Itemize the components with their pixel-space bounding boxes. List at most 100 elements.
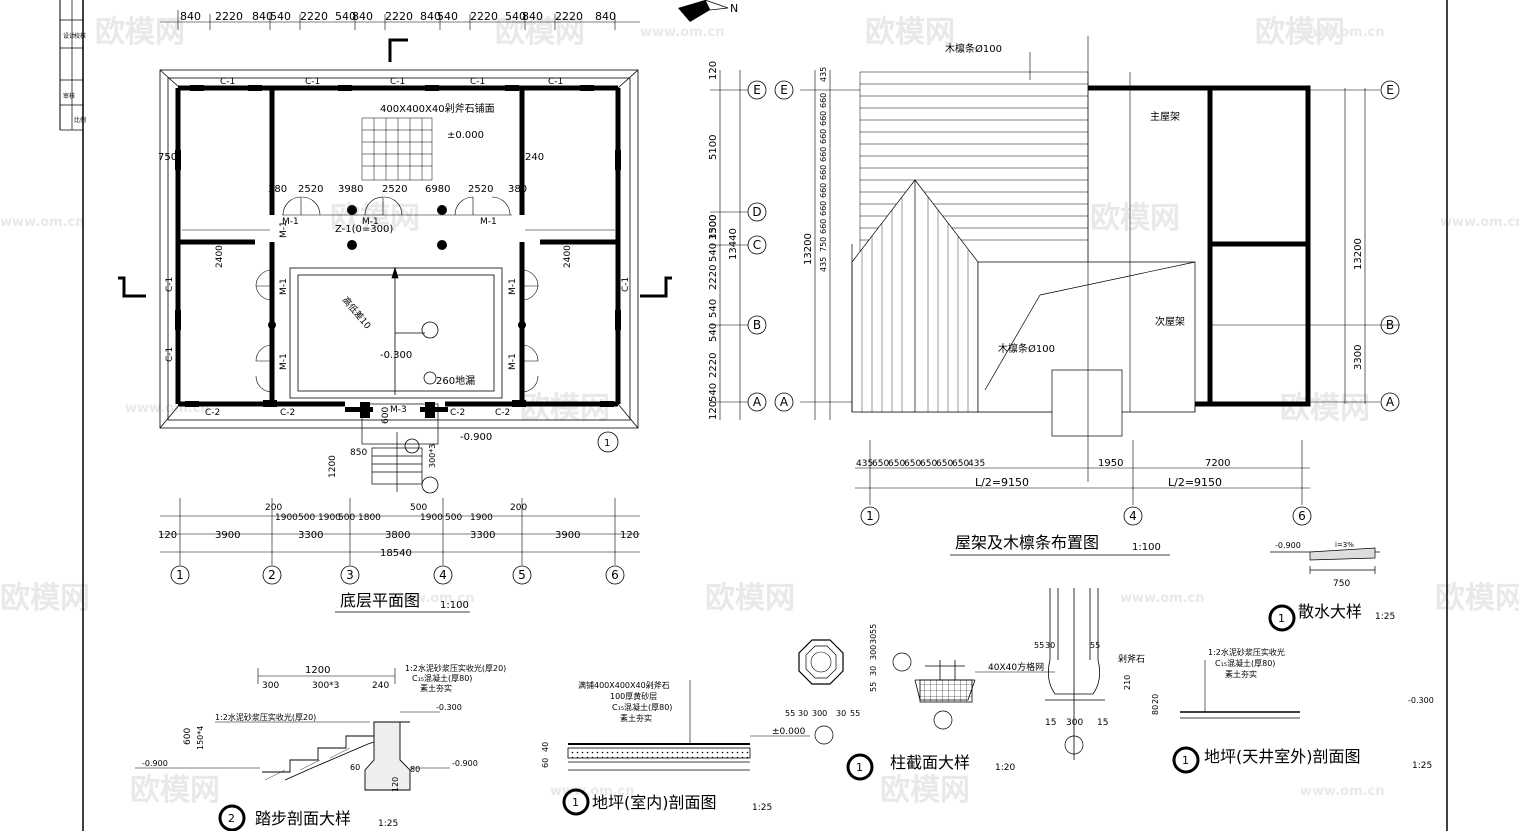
- axis-label: 6: [1298, 509, 1306, 523]
- courtyard-label: 高低差10: [340, 294, 374, 331]
- step-scale: 1:25: [378, 819, 398, 829]
- courtyard: [289, 266, 503, 399]
- column-dims: 55: [785, 709, 795, 718]
- apron-title: 散水大样: [1298, 602, 1362, 621]
- dim-300x3: 300*3: [428, 444, 437, 468]
- axis-label: E: [1386, 83, 1394, 97]
- dim: 80: [1151, 705, 1160, 715]
- column-dims-side: 55: [869, 682, 878, 692]
- dim-text: 3980: [338, 184, 363, 195]
- column-base-dim: 15: [1045, 718, 1056, 728]
- watermark-url: www.om.cn: [1440, 215, 1519, 230]
- dim-text: 1900: [470, 513, 493, 523]
- dim-text: 380: [268, 184, 287, 195]
- ground-floor-plan: 840 2220 840 540 2220 540 840 2220 840 5…: [118, 10, 672, 613]
- total-dim: 18540: [380, 548, 412, 559]
- dim-text: 650: [920, 459, 937, 469]
- watermark-brand: 欧模网: [1090, 201, 1180, 236]
- note: 1:2水泥砂浆压实收光: [1208, 647, 1285, 657]
- plan-axis-labels: 1 2 3 4 5 6: [176, 568, 619, 582]
- watermark-brand: 欧模网: [880, 773, 970, 808]
- north-label: N: [730, 2, 738, 15]
- entrance-pillars: [345, 402, 448, 418]
- watermark-url: www.om.cn: [550, 784, 635, 799]
- roof-right-axis-bubbles: [1380, 80, 1400, 412]
- axis-label: A: [753, 395, 762, 409]
- step-height: 600: [183, 728, 193, 745]
- secondary-truss-label: 次屋架: [1155, 315, 1185, 328]
- drain-label: 260地漏: [436, 374, 475, 387]
- dim-text: 500: [410, 503, 427, 513]
- dim-text: 2520: [382, 184, 407, 195]
- porch-roof: [1051, 369, 1123, 437]
- plan-axes: [170, 565, 625, 585]
- floor-indoor-detail: 满铺400X400X40剁斧石 100厚黄砂层 C₁₅混凝土(厚80) 素土夯实…: [541, 680, 810, 816]
- axis-label: 3: [346, 568, 354, 582]
- dim-text: 2220: [470, 10, 498, 23]
- paving-grid: [361, 117, 433, 181]
- window-mark: C-2: [205, 408, 220, 418]
- roof-plan: E B A 13200 3300 木檩条Ø100 木檩条Ø100 主屋架 次屋架…: [851, 36, 1400, 556]
- watermark-url: www.om.cn: [1120, 591, 1205, 606]
- door-mark: M-1: [282, 217, 299, 227]
- main-truss-label: 主屋架: [1150, 111, 1180, 123]
- watermark-brand: 欧模网: [495, 15, 585, 50]
- column-dims: 300: [812, 709, 827, 718]
- door-mark: M-1: [279, 278, 289, 295]
- dim-text: 660: [819, 165, 828, 180]
- detail-mark: 1: [572, 796, 579, 809]
- half-span: L/2=9150: [1168, 476, 1222, 489]
- dim-text: 2520: [298, 184, 323, 195]
- step-height: 150*4: [196, 726, 205, 750]
- dim-text: 650: [936, 459, 953, 469]
- watermark-url: www.om.cn: [640, 25, 725, 40]
- step-level: -0.300: [436, 703, 462, 712]
- detail-callout: [1172, 746, 1200, 774]
- section-callout: [597, 431, 619, 453]
- axis-label: B: [1386, 318, 1394, 332]
- dim-text: 3300: [1353, 345, 1364, 370]
- column-dims-side: 300: [869, 645, 878, 660]
- dim-text: 500: [298, 513, 315, 523]
- roof-plan-title: 屋架及木檩条布置图: [955, 533, 1099, 552]
- watermark-brand: 欧模网: [95, 15, 185, 50]
- north-arrow: N: [678, 0, 738, 22]
- detail-callout: [218, 804, 246, 831]
- axis-label: B: [753, 318, 761, 332]
- dim-text: 200: [265, 503, 282, 513]
- dim-text: 435: [856, 459, 873, 469]
- dim-text: 840: [420, 10, 441, 23]
- apron-slope: i=3%: [1335, 541, 1354, 549]
- dim-text: 120: [708, 401, 719, 420]
- section-marker-top: [388, 38, 408, 62]
- window-mark: C-1: [165, 347, 175, 362]
- roof-gable: [851, 179, 1196, 413]
- axis-label: 4: [1129, 509, 1137, 523]
- dim-text: 540: [708, 299, 719, 318]
- section-mark-1: 1: [604, 438, 610, 449]
- door-swings: [182, 196, 615, 393]
- axis-label: 4: [439, 568, 447, 582]
- dim-text: 120: [620, 530, 639, 541]
- vertical-dimensions: [710, 70, 860, 420]
- window-blocks: [175, 85, 621, 407]
- note: 1:2水泥砂浆压实收光(厚20): [405, 663, 506, 673]
- dim-text: 500: [445, 513, 462, 523]
- dim-text: 840: [180, 10, 201, 23]
- ground-plan-scale: 1:100: [440, 600, 469, 611]
- dim-text: 3300: [470, 530, 495, 541]
- watermarks: 欧模网 欧模网 欧模网 欧模网 欧模网 欧模网 欧模网 欧模网 欧模网 欧模网 …: [0, 15, 1519, 808]
- dim-text: 650: [904, 459, 921, 469]
- watermark-brand: 欧模网: [130, 773, 220, 808]
- roof-plan-scale: 1:100: [1132, 542, 1161, 553]
- axis-label: 1: [866, 509, 874, 523]
- level-0: ±0.000: [447, 130, 484, 141]
- axis-label: 6: [611, 568, 619, 582]
- dim-750: 750: [158, 152, 177, 163]
- dim-text: 660: [819, 129, 828, 144]
- watermark-brand: 欧模网: [1280, 391, 1370, 426]
- dim-text: 540: [708, 383, 719, 402]
- roof-purlins: [859, 71, 1089, 413]
- roof-rafters: [861, 197, 969, 412]
- floor-outdoor-title: 地坪(天井室外)剖面图: [1204, 747, 1361, 766]
